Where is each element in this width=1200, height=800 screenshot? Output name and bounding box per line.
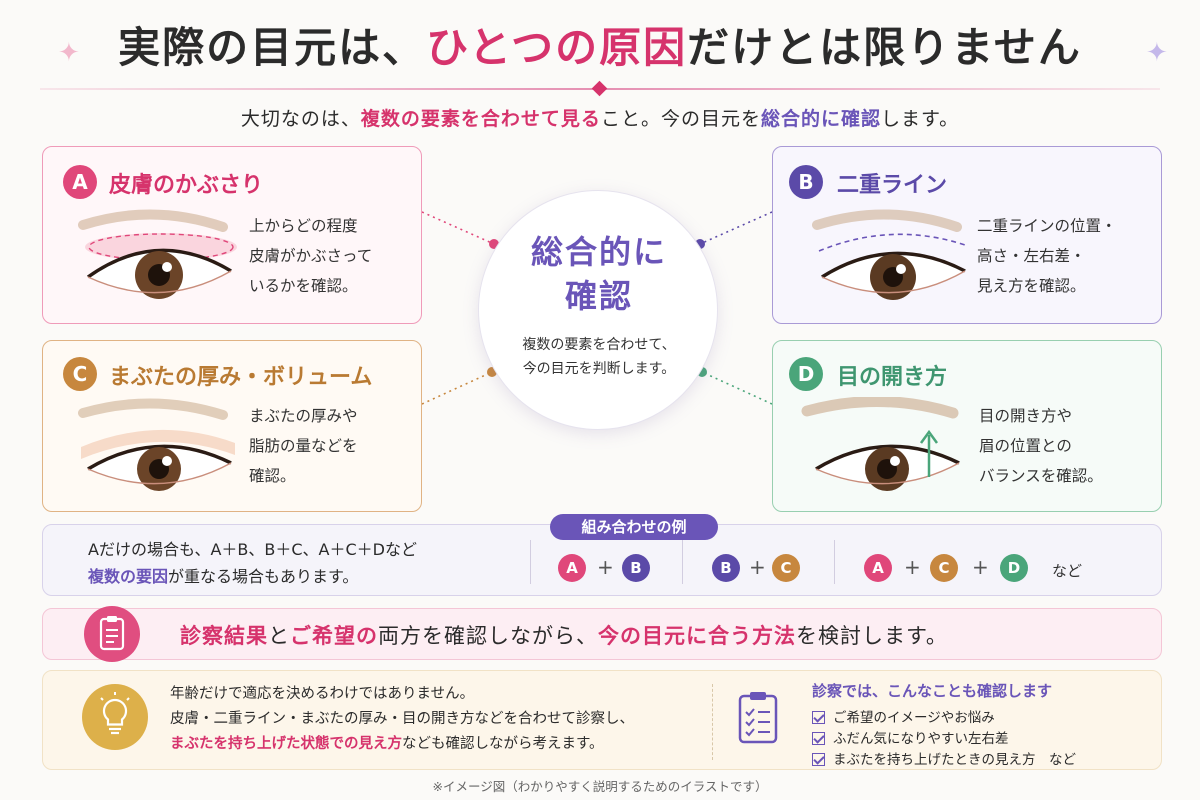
lightbulb-badge [82,684,148,750]
checklist-title: 診察では、こんなことも確認します [812,682,1053,700]
checkbox-checked-icon [812,732,825,745]
card-d-eye-opening: D 目の開き方 目の開き方や眉の位置とのバランスを確認。 [772,340,1162,512]
combo-divider-2 [682,540,683,584]
center-title-2: 確認 [564,277,633,315]
center-description: 複数の要素を合わせて、今の目元を判断します。 [522,337,676,377]
checkbox-checked-icon [812,711,825,724]
bottom-info-text: 年齢だけで適応を決めるわけではありません。 皮膚・二重ライン・まぶたの厚み・目の… [170,686,634,752]
action-banner [42,608,1162,660]
combo-2-plus: + [749,555,766,579]
combo-1-plus: + [597,555,614,579]
sparkle-left-icon: ✦ [58,38,80,68]
combination-examples-tag: 組み合わせの例 [550,514,718,540]
badge-c: C [63,357,97,391]
badge-d: D [789,357,823,391]
combo-3-plus-1: + [904,555,921,579]
card-b-double-eyelid-line: B 二重ライン 二重ラインの位置・高さ・左右差・見え方を確認。 [772,146,1162,324]
combo-1-b: B [622,554,650,582]
checklist-item-3: まぶたを持ち上げたときの見え方 など [812,748,1076,768]
comprehensive-check-circle: 総合的に 確認 複数の要素を合わせて、今の目元を判断します。 [478,190,718,430]
eye-illustration-c [78,398,235,491]
card-c-eyelid-thickness: C まぶたの厚み・ボリューム まぶたの厚みや脂肪の量などを確認。 [42,340,422,512]
card-a-description: 上からどの程度皮膚がかぶさっているかを確認。 [249,217,373,295]
combo-3-a: A [864,554,892,582]
eye-illustration-a [78,209,237,299]
card-c-title: まぶたの厚み・ボリューム [109,365,373,390]
card-c-description: まぶたの厚みや脂肪の量などを確認。 [249,407,358,485]
combo-3-plus-2: + [972,555,989,579]
eye-illustration-b [812,209,966,300]
combo-etc-label: など [1052,562,1083,580]
combination-explanation: Aだけの場合も、A＋B、B＋C、A＋C＋Dなど 複数の要因が重なる場合もあります… [88,540,417,586]
bottom-divider [712,684,713,760]
lightbulb-icon [100,692,130,735]
combo-3-d: D [1000,554,1028,582]
combo-1-a: A [558,554,586,582]
badge-b: B [789,165,823,199]
action-banner-text: 診察結果とご希望の両方を確認しながら、今の目元に合う方法を検討します。 [180,624,948,648]
eye-illustration-d [801,397,960,491]
combo-divider-3 [834,540,835,584]
center-title-1: 総合的に [530,233,667,271]
sparkle-right-icon: ✦ [1146,38,1168,68]
combo-divider-1 [530,540,531,584]
footnote: ※イメージ図（わかりやすく説明するためのイラストです） [432,779,768,794]
card-b-description: 二重ラインの位置・高さ・左右差・見え方を確認。 [977,217,1117,295]
subtitle: 大切なのは、複数の要素を合わせて見ること。今の目元を総合的に確認します。 [240,108,960,130]
page-title: 実際の目元は、ひとつの原因だけとは限りません [118,23,1082,72]
checkbox-checked-icon [812,753,825,766]
card-d-description: 目の開き方や眉の位置とのバランスを確認。 [979,407,1103,485]
card-a-skin-overhang: A 皮膚のかぶさり 上からどの程度皮膚がかぶさっているかを確認。 [42,146,422,324]
bottom-info-box [42,670,1162,770]
card-b-title: 二重ライン [837,173,948,198]
up-arrow-icon [919,429,939,477]
card-d-title: 目の開き方 [837,365,948,390]
checklist-item-2: ふだん気になりやすい左右差 [812,727,1009,747]
checklist-clipboard-icon [738,692,778,744]
combo-2-c: C [772,554,800,582]
combo-2-b: B [712,554,740,582]
clipboard-icon [99,616,125,651]
badge-a: A [63,165,97,199]
card-a-title: 皮膚のかぶさり [109,173,264,198]
combo-3-c: C [930,554,958,582]
checklist-item-1: ご希望のイメージやお悩み [812,706,995,726]
clipboard-badge [84,606,140,662]
